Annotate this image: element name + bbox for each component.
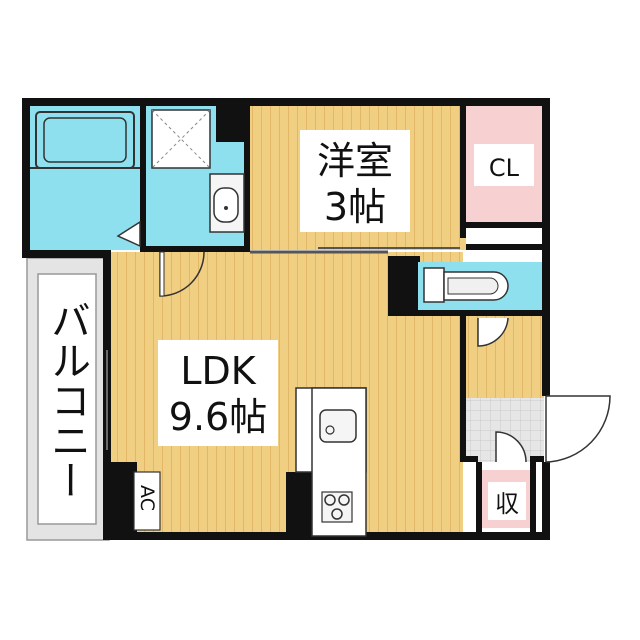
ac-label: AC	[136, 485, 158, 511]
bath-door-icon	[116, 220, 141, 248]
stove-icon	[321, 491, 353, 523]
ldk-room-name: LDK	[180, 349, 256, 393]
balcony: バルコニー	[26, 257, 110, 541]
western-room-size: 3帖	[324, 185, 386, 229]
ldk-label-box	[158, 340, 278, 446]
bathtub-icon	[30, 111, 140, 169]
western-room-name: 洋室	[317, 139, 393, 183]
entrance-door-icon	[545, 395, 611, 463]
ldk-room-size: 9.6帖	[169, 395, 267, 439]
ac-box	[133, 471, 161, 531]
western-label-box	[300, 130, 410, 232]
storage-label-box	[488, 482, 526, 520]
door-swing-icon	[159, 251, 205, 297]
toilet-icon	[423, 267, 509, 303]
toilet-door-icon	[477, 317, 509, 347]
balcony-label: バルコニー	[44, 300, 90, 500]
storage-label: 収	[495, 490, 519, 518]
storage-door-icon	[495, 431, 527, 463]
sink-icon	[319, 409, 357, 443]
closet-label-box	[474, 144, 534, 186]
washer-pan-icon	[151, 109, 211, 169]
washbasin-icon	[209, 173, 245, 233]
closet-label: CL	[489, 154, 520, 182]
